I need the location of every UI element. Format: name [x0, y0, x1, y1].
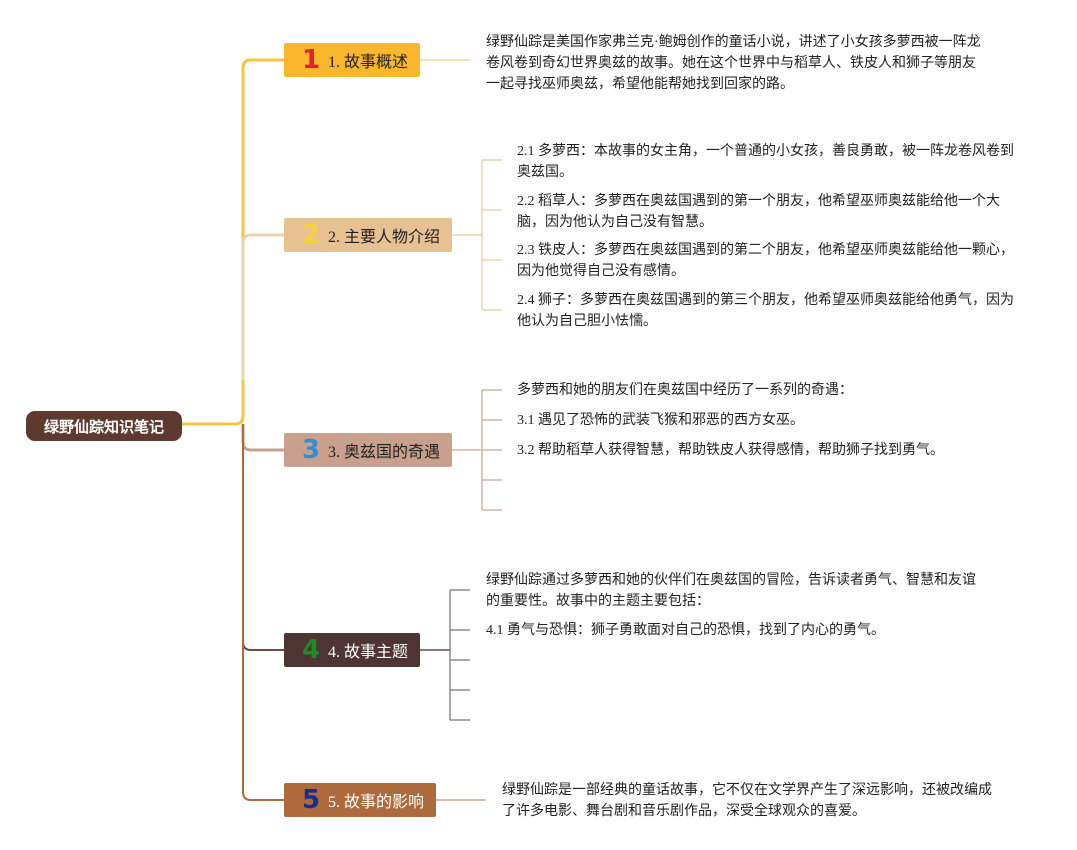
item-3-2-text: 3.1 遇见了恐怖的武装飞猴和邪恶的西方女巫。 [517, 413, 804, 428]
item-4-2-text: 4.1 勇气与恐惧：狮子勇敢面对自己的恐惧，找到了内心的勇气。 [486, 623, 885, 638]
item-4-1-line-2: 的重要性。故事中的主题主要包括： [486, 594, 710, 609]
item-2-1-line-1: 2.1 多萝西：本故事的女主角，一个普通的小女孩，善良勇敢，被一阵龙卷风卷到 [517, 144, 1014, 159]
branch-node-1[interactable]: 1 1. 故事概述 [284, 43, 420, 77]
number-4-icon: 4 [301, 635, 321, 665]
note-5-line-1: 绿野仙踪是一部经典的童话故事，它不仅在文学界产生了深远影响，还被改编成 [502, 783, 992, 798]
item-2-3[interactable]: 2.3 铁皮人：多萝西在奥兹国遇到的第二个朋友，他希望巫师奥兹能给他一颗心， 因… [517, 240, 1014, 282]
trunk-line-4 [242, 424, 284, 651]
note-5[interactable]: 绿野仙踪是一部经典的童话故事，它不仅在文学界产生了深远影响，还被改编成 了许多电… [502, 780, 992, 822]
branch-label-5: 5. 故事的影响 [328, 794, 425, 811]
item-4-1[interactable]: 绿野仙踪通过多萝西和她的伙伴们在奥兹国的冒险，告诉读者勇气、智慧和友谊 的重要性… [486, 570, 976, 612]
number-2-icon: 2 [301, 220, 321, 250]
trunk-line-5 [242, 424, 284, 801]
item-2-2-line-2: 脑，因为他认为自己没有智慧。 [517, 215, 713, 230]
branch-node-2[interactable]: 2 2. 主要人物介绍 [284, 218, 452, 252]
branch-node-5[interactable]: 5 5. 故事的影响 [284, 783, 436, 817]
note-1-line-2: 卷风卷到奇幻世界奥兹的故事。她在这个世界中与稻草人、铁皮人和狮子等朋友 [486, 56, 976, 71]
note-1-line-1: 绿野仙踪是美国作家弗兰克·鲍姆创作的童话小说，讲述了小女孩多萝西被一阵龙 [486, 35, 981, 50]
trunk-line-1 [182, 58, 284, 426]
branch-label-2: 2. 主要人物介绍 [328, 229, 441, 246]
branch-label-1: 1. 故事概述 [328, 54, 409, 71]
root-title: 绿野仙踪知识笔记 [43, 417, 164, 436]
note-5-line-2: 了许多电影、舞台剧和音乐剧作品，深受全球观众的喜爱。 [502, 804, 866, 819]
item-2-4-line-1: 2.4 狮子：多萝西在奥兹国遇到的第三个朋友，他希望巫师奥兹能给他勇气，因为 [517, 293, 1014, 308]
item-3-3[interactable]: 3.2 帮助稻草人获得智慧，帮助铁皮人获得感情，帮助狮子找到勇气。 [517, 440, 944, 461]
note-1-line-3: 一起寻找巫师奥兹，希望他能帮她找到回家的路。 [486, 77, 794, 92]
trunk-line-3 [241, 424, 284, 452]
item-3-1[interactable]: 多萝西和她的朋友们在奥兹国中经历了一系列的奇遇： [517, 380, 853, 401]
item-2-3-line-1: 2.3 铁皮人：多萝西在奥兹国遇到的第二个朋友，他希望巫师奥兹能给他一颗心， [517, 243, 1014, 258]
item-4-1-line-1: 绿野仙踪通过多萝西和她的伙伴们在奥兹国的冒险，告诉读者勇气、智慧和友谊 [486, 573, 976, 588]
number-1-icon: 1 [301, 45, 321, 75]
item-2-4[interactable]: 2.4 狮子：多萝西在奥兹国遇到的第三个朋友，他希望巫师奥兹能给他勇气，因为 他… [517, 290, 1014, 332]
branch-label-3: 3. 奥兹国的奇遇 [328, 444, 441, 461]
branch-node-3[interactable]: 3 3. 奥兹国的奇遇 [284, 433, 452, 467]
item-2-2[interactable]: 2.2 稻草人：多萝西在奥兹国遇到的第一个朋友，他希望巫师奥兹能给他一个大 脑，… [517, 191, 1000, 233]
item-3-3-text: 3.2 帮助稻草人获得智慧，帮助铁皮人获得感情，帮助狮子找到勇气。 [517, 443, 944, 458]
branch-label-4: 4. 故事主题 [328, 644, 409, 661]
trunk-line-2 [241, 233, 284, 380]
item-2-2-line-1: 2.2 稻草人：多萝西在奥兹国遇到的第一个朋友，他希望巫师奥兹能给他一个大 [517, 194, 1000, 209]
root-node[interactable]: 绿野仙踪知识笔记 [26, 411, 182, 441]
item-2-1[interactable]: 2.1 多萝西：本故事的女主角，一个普通的小女孩，善良勇敢，被一阵龙卷风卷到 奥… [517, 141, 1014, 183]
number-5-icon: 5 [301, 785, 321, 815]
item-2-3-line-2: 因为他觉得自己没有感情。 [517, 264, 685, 279]
item-3-1-text: 多萝西和她的朋友们在奥兹国中经历了一系列的奇遇： [517, 383, 853, 398]
item-4-2[interactable]: 4.1 勇气与恐惧：狮子勇敢面对自己的恐惧，找到了内心的勇气。 [486, 620, 885, 641]
item-2-4-line-2: 他认为自己胆小怯懦。 [517, 314, 657, 329]
branch-node-4[interactable]: 4 4. 故事主题 [284, 633, 420, 667]
item-2-1-line-2: 奥兹国。 [517, 165, 573, 180]
note-1[interactable]: 绿野仙踪是美国作家弗兰克·鲍姆创作的童话小说，讲述了小女孩多萝西被一阵龙 卷风卷… [486, 32, 981, 95]
number-3-icon: 3 [301, 435, 321, 465]
item-3-2[interactable]: 3.1 遇见了恐怖的武装飞猴和邪恶的西方女巫。 [517, 410, 804, 431]
